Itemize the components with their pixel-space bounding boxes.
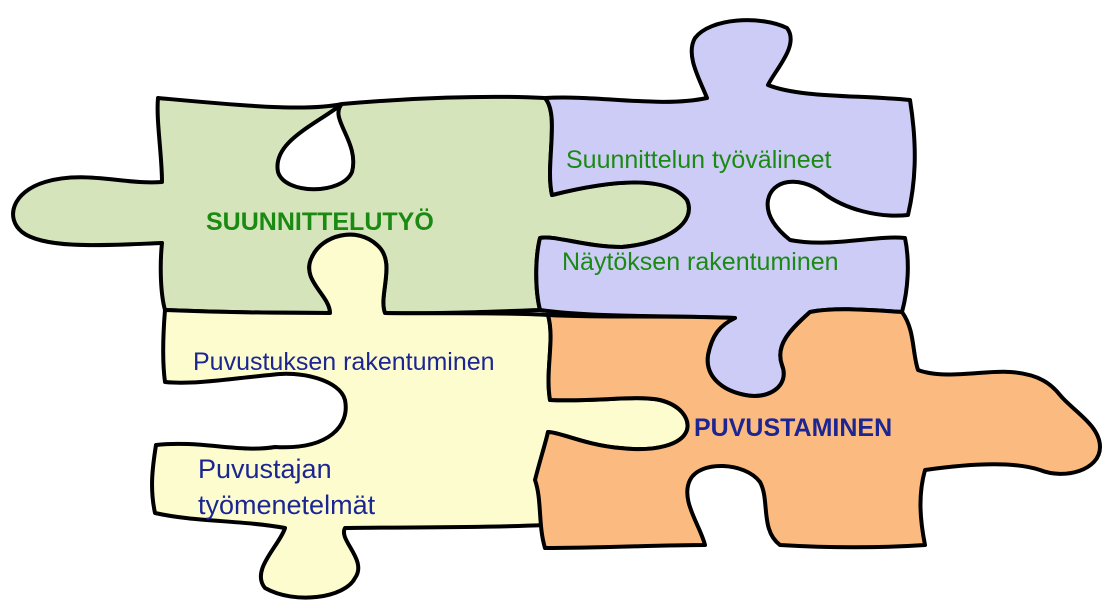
puzzle-piece-yellow <box>150 232 690 600</box>
label-line-puvustajan: Puvustajan <box>198 454 332 484</box>
label-puvustuksen-rakentuminen: Puvustuksen rakentuminen <box>193 348 495 376</box>
label-naytoksen-rakentuminen: Näytöksen rakentuminen <box>562 248 839 276</box>
label-puvustajan-tyomenetelmat: Puvustajan työmenetelmät <box>198 451 375 523</box>
label-line-tyomenetelmat: työmenetelmät <box>198 490 376 520</box>
label-suunnittelun-tyovalineet: Suunnittelun työvälineet <box>566 146 832 174</box>
label-suunnittelutyo: SUUNNITTELUTYÖ <box>206 208 434 236</box>
label-puvustaminen: PUVUSTAMINEN <box>694 414 893 442</box>
puzzle-piece-orange <box>533 307 1102 550</box>
